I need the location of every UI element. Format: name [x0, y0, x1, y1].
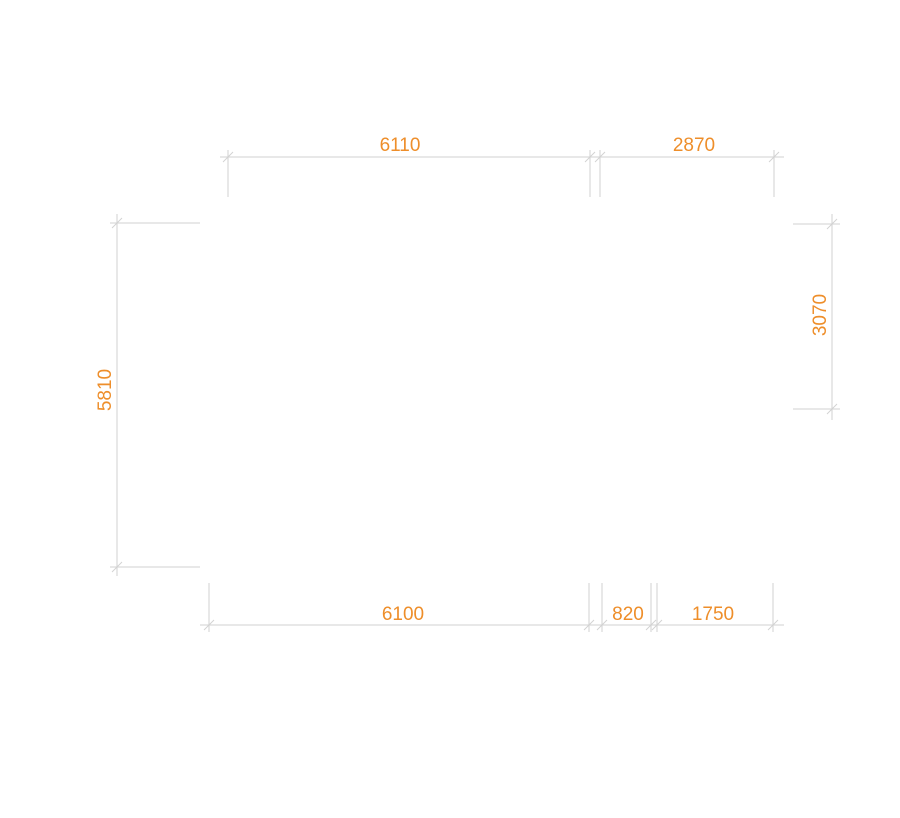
- bottom-dimension-chain: 6100 820 1750: [200, 583, 784, 632]
- dimension-label-bottom-left: 6100: [382, 604, 424, 625]
- left-dimension: 5810: [95, 214, 200, 576]
- right-dimension: 3070: [793, 214, 840, 420]
- top-dimension-chain: 6110 2870: [220, 135, 784, 197]
- dimension-label-bottom-middle: 820: [612, 604, 644, 625]
- dimension-label-top-right: 2870: [673, 135, 715, 156]
- dimension-label-right: 3070: [810, 294, 831, 336]
- dimension-label-top-left: 6110: [380, 135, 421, 156]
- dimension-label-left: 5810: [95, 369, 116, 411]
- dimension-label-bottom-right: 1750: [692, 604, 734, 625]
